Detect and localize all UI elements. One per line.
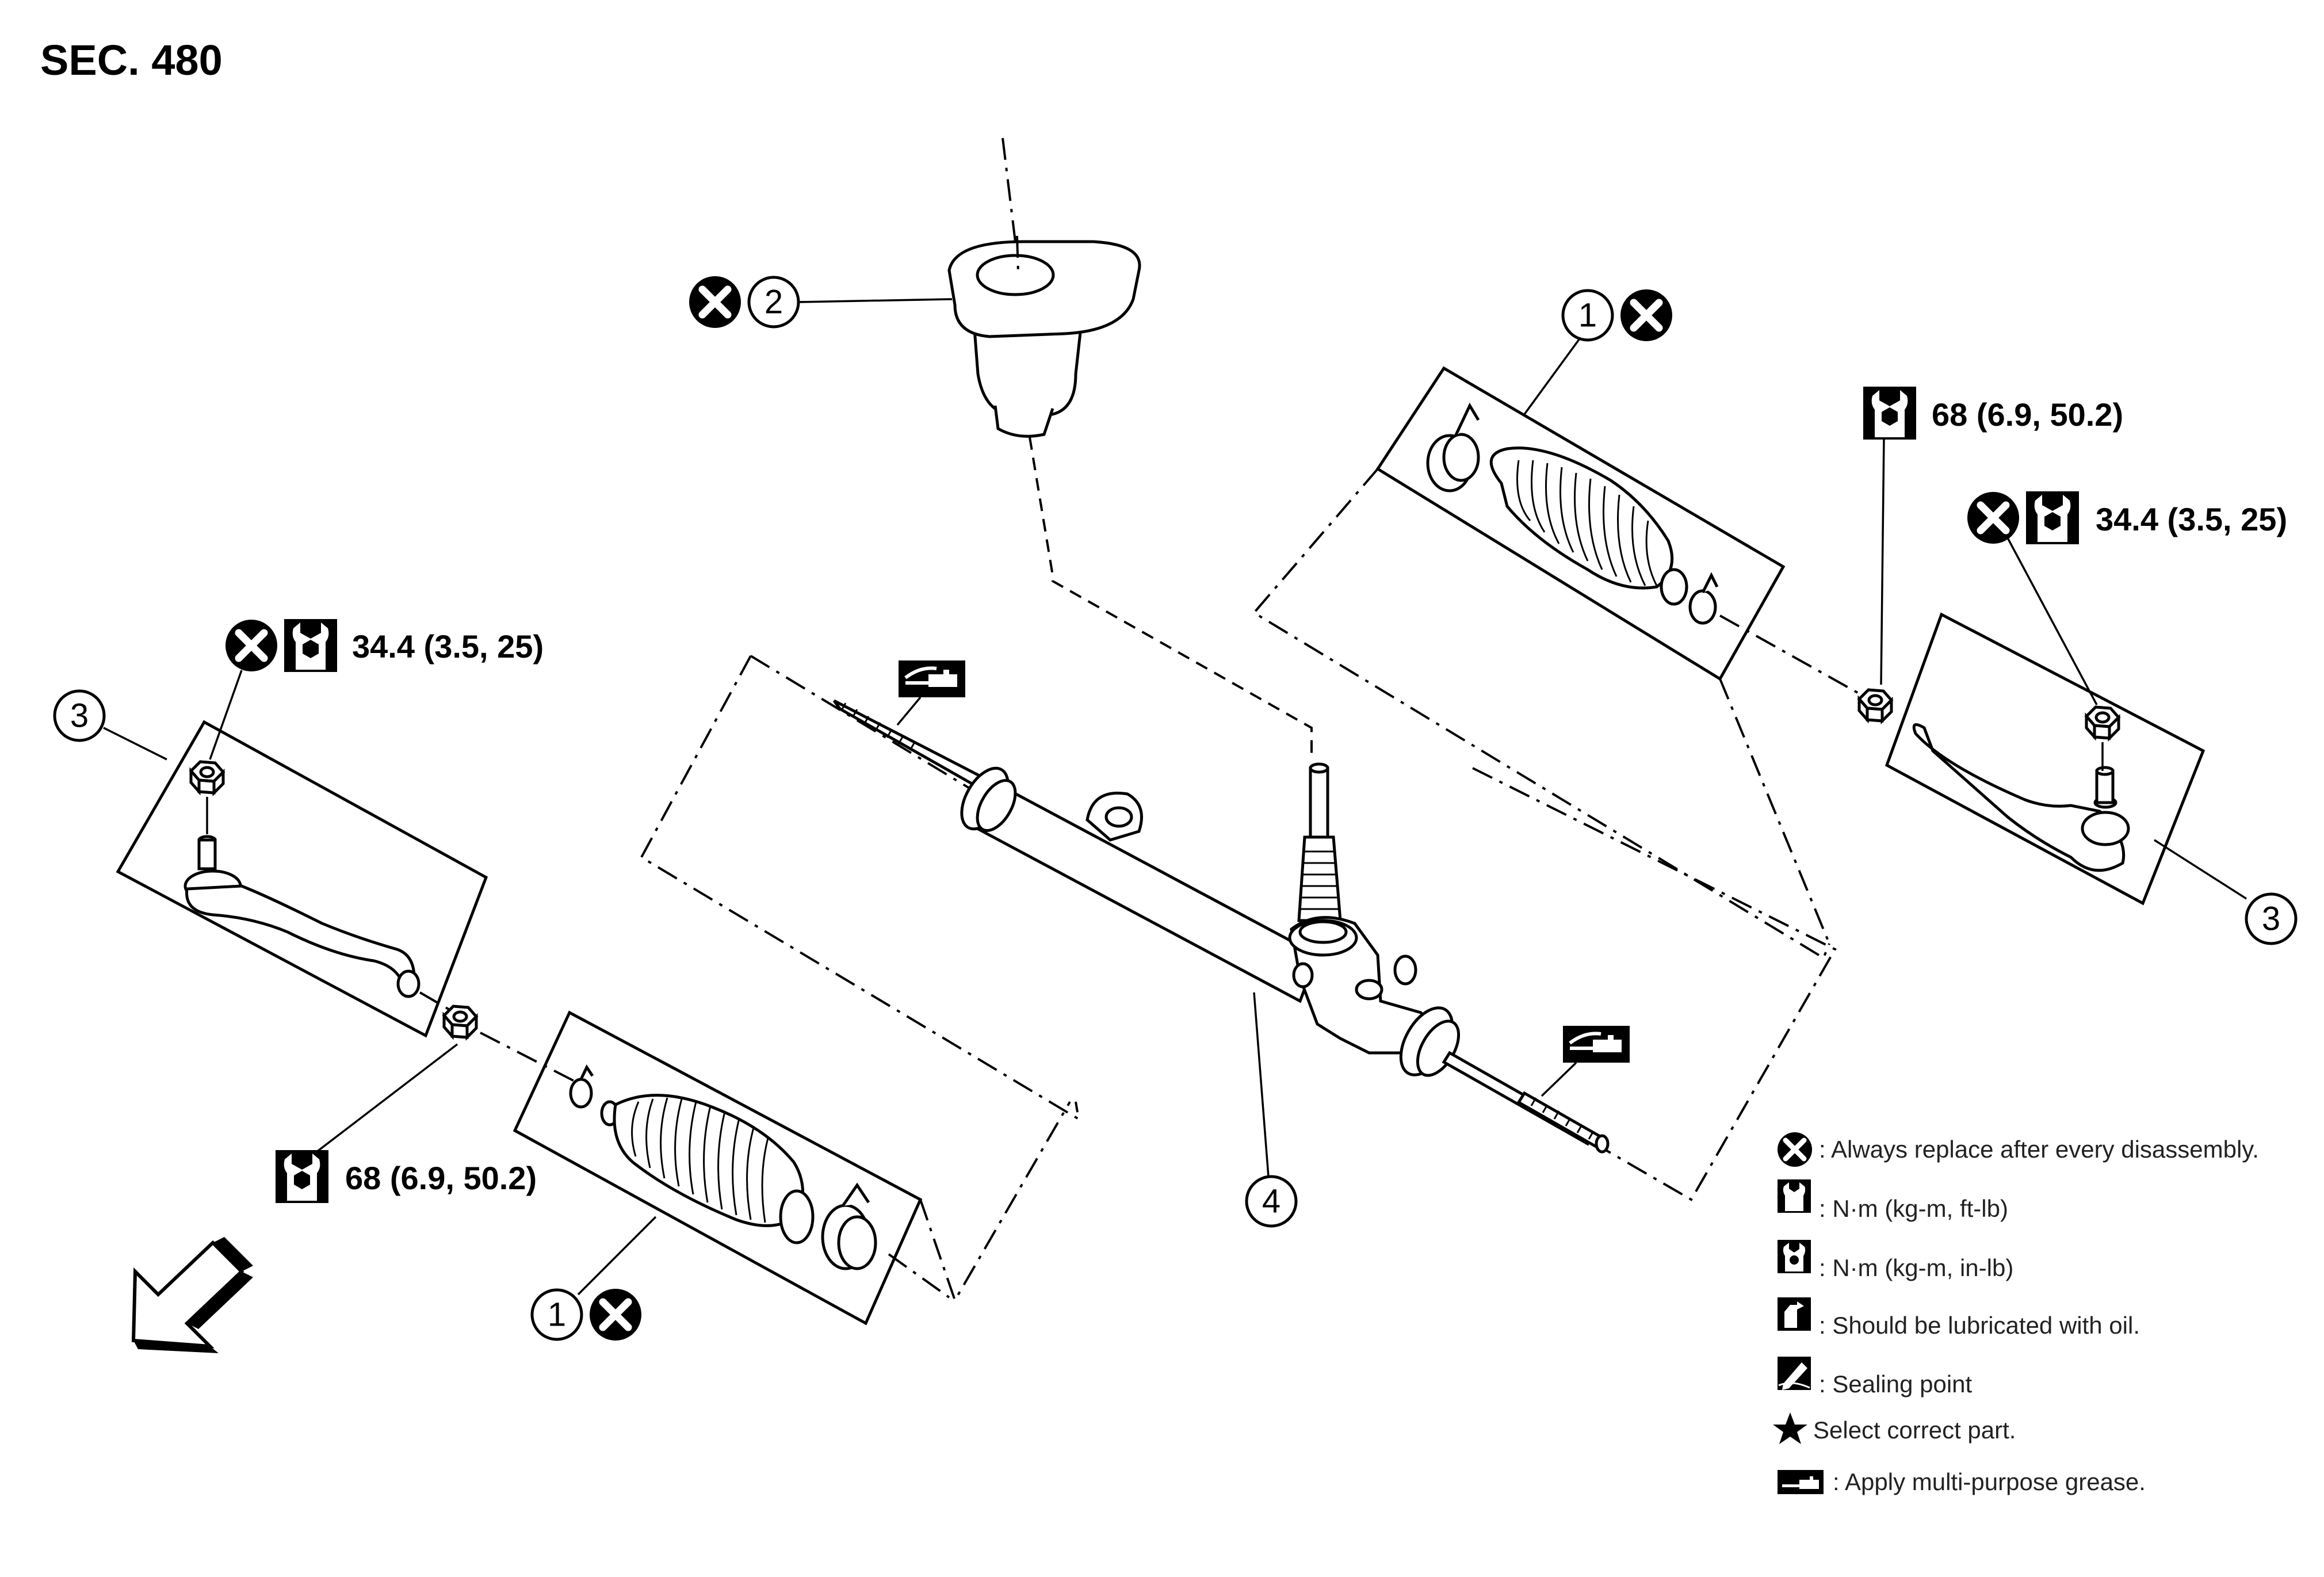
right-lock-nut-torque: 68 (6.9, 50.2) <box>1932 396 2123 433</box>
left-lock-nut: 68 (6.9, 50.2) <box>276 1006 582 1203</box>
section-label: SEC. 480 <box>40 36 223 84</box>
svg-text:3: 3 <box>2262 900 2280 938</box>
svg-text:: Apply multi-purpose grease.: : Apply multi-purpose grease. <box>1833 1468 2146 1495</box>
svg-text:: Should be lubricated with oi: : Should be lubricated with oil. <box>1819 1312 2140 1339</box>
tie-rod-end-right-group <box>1885 612 2205 906</box>
boot-left-group <box>513 1010 1071 1326</box>
left-lock-nut-torque: 68 (6.9, 50.2) <box>345 1160 537 1196</box>
legend-item-torque-inlb: : N·m (kg-m, in-lb) <box>1778 1240 2013 1281</box>
callout-4: 4 <box>1245 992 1298 1228</box>
replace-icon <box>1620 289 1672 341</box>
star-icon <box>1773 1412 1807 1444</box>
grommet <box>947 138 1313 759</box>
tie-rod-end-left-group <box>116 720 488 1038</box>
grease-gun-icon <box>1563 1026 1630 1063</box>
svg-text:: Always replace after every d: : Always replace after every disassembly… <box>1819 1136 2259 1163</box>
svg-text:1: 1 <box>548 1296 566 1334</box>
callout-3-right: 3 <box>2154 839 2298 945</box>
torque-wrench-icon <box>284 619 337 672</box>
svg-text:3: 3 <box>70 697 89 735</box>
svg-text:: N·m (kg-m, in-lb): : N·m (kg-m, in-lb) <box>1819 1254 2013 1281</box>
left-ball-joint-nut-spec: 34.4 (3.5, 25) <box>209 619 544 760</box>
legend-item-replace: : Always replace after every disassembly… <box>1778 1132 2259 1167</box>
svg-text:1: 1 <box>1578 297 1597 334</box>
replace-icon <box>689 276 741 328</box>
callout-1-left: 1 <box>530 1216 657 1341</box>
legend-item-torque-ftlb: : N·m (kg-m, ft-lb) <box>1778 1179 2008 1222</box>
legend-item-oil: : Should be lubricated with oil. <box>1778 1297 2140 1339</box>
svg-text:Select correct part.: Select correct part. <box>1813 1416 2016 1444</box>
torque-wrench-icon <box>2026 491 2079 544</box>
grease-gun-icon <box>899 660 965 697</box>
svg-text:2: 2 <box>765 284 783 321</box>
right-ball-joint-nut-spec: 34.4 (3.5, 25) <box>1967 491 2287 705</box>
svg-text:4: 4 <box>1262 1183 1281 1220</box>
callout-1-right: 1 <box>1523 289 1672 415</box>
replace-icon <box>225 620 277 671</box>
legend-item-sealing: : Sealing point <box>1778 1357 1973 1397</box>
torque-wrench-icon <box>1863 387 1916 440</box>
callout-2: 2 <box>689 276 953 328</box>
torque-wrench-icon <box>276 1150 328 1203</box>
svg-text:34.4 (3.5, 25): 34.4 (3.5, 25) <box>352 628 544 665</box>
svg-text:: Sealing point: : Sealing point <box>1819 1370 1973 1397</box>
steering-gear-assembly <box>640 655 1837 1201</box>
svg-text:: N·m (kg-m, ft-lb): : N·m (kg-m, ft-lb) <box>1819 1195 2008 1222</box>
callout-3-left: 3 <box>53 689 167 761</box>
legend-item-grease: : Apply multi-purpose grease. <box>1778 1468 2146 1495</box>
boot-right-group <box>1252 366 1864 960</box>
legend: : Always replace after every disassembly… <box>1773 1132 2259 1495</box>
svg-text:34.4 (3.5, 25): 34.4 (3.5, 25) <box>2096 501 2287 537</box>
right-lock-nut: 68 (6.9, 50.2) <box>1859 387 2123 721</box>
replace-icon <box>590 1289 641 1341</box>
replace-icon <box>1967 492 2019 544</box>
front-direction-arrow-icon <box>131 1237 253 1353</box>
legend-item-select-part: Select correct part. <box>1773 1412 2016 1444</box>
